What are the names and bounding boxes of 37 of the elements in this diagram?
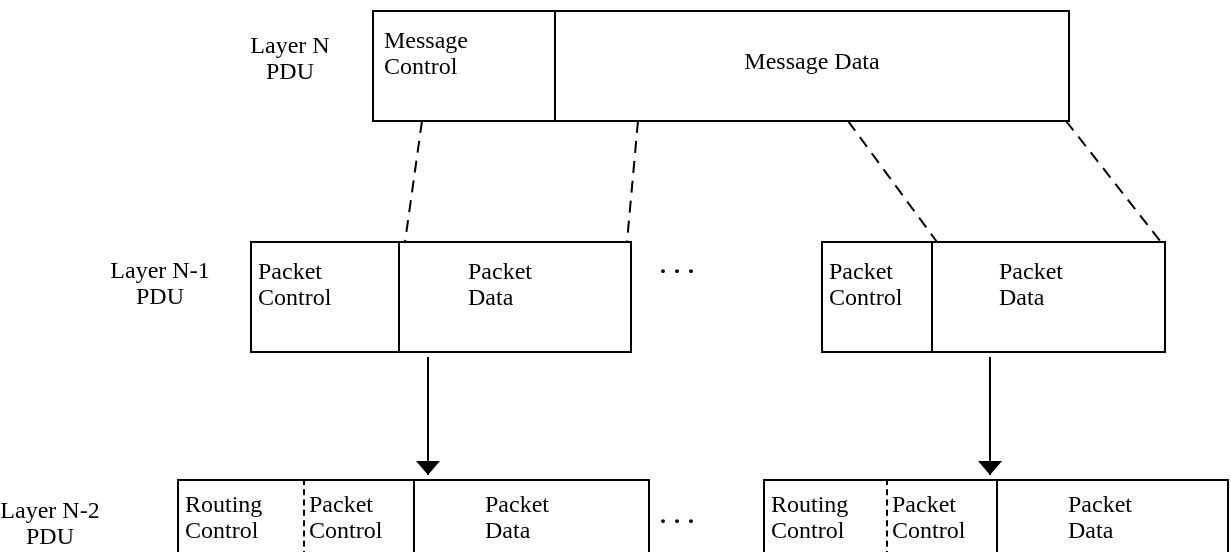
pdu-box (818, 238, 1169, 356)
pdu-field (305, 479, 415, 552)
layer-label: Layer N-2 PDU (0, 497, 100, 549)
pdu-field (556, 10, 1070, 122)
layer-label: Layer N PDU (249, 32, 331, 84)
arrow (416, 356, 440, 476)
ellipsis: ... (660, 252, 702, 278)
pdu-field (415, 479, 650, 552)
mapping-line (1065, 120, 1162, 243)
field-label: Routing Control (185, 491, 264, 543)
field-label: Packet Data (485, 491, 550, 543)
pdu-field (933, 241, 1166, 353)
pdu-field (888, 479, 998, 552)
pdu-field (177, 479, 305, 552)
mapping-line (404, 120, 423, 243)
pdu-field (763, 479, 888, 552)
pdu-box (760, 476, 1231, 552)
field-label: Packet Control (829, 258, 904, 310)
pdu-field (998, 479, 1229, 552)
layer-label: Layer N-1 PDU (109, 257, 211, 309)
pdu-field (250, 241, 400, 353)
field-label: Packet Control (258, 258, 333, 310)
mapping-line (847, 120, 938, 243)
field-label: Packet Data (1068, 491, 1133, 543)
ellipsis: ... (660, 502, 702, 528)
field-label: Packet Data (468, 258, 533, 310)
field-label: Message Control (384, 27, 469, 79)
field-label: Packet Control (892, 491, 967, 543)
pdu-field (372, 10, 556, 122)
field-label: Packet Data (999, 258, 1064, 310)
field-label: Packet Control (309, 491, 384, 543)
mapping-line (626, 120, 639, 243)
field-label: Routing Control (771, 491, 850, 543)
pdu-field (821, 241, 933, 353)
field-label: Message Data (743, 48, 881, 74)
arrow (978, 356, 1002, 476)
pdu-field (400, 241, 632, 353)
